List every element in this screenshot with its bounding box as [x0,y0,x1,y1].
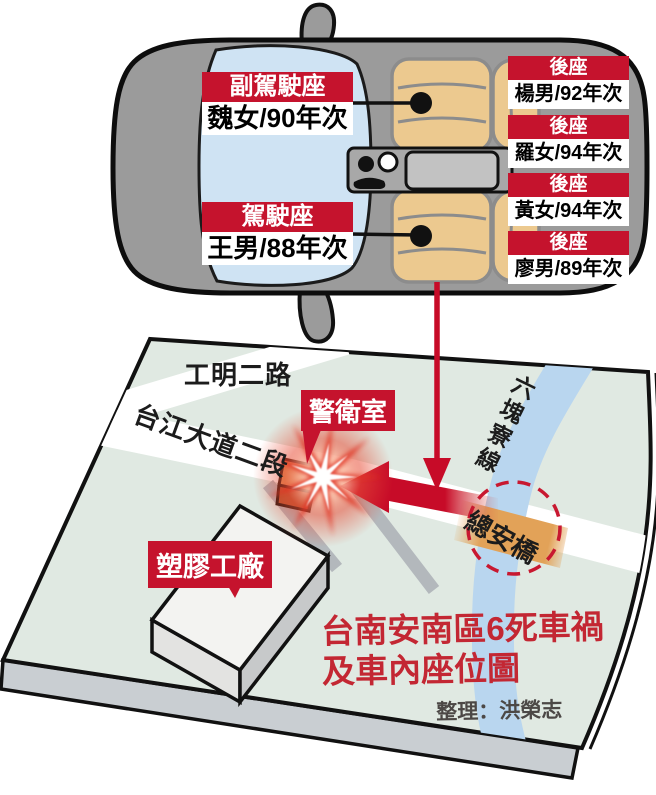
rear-seat-title: 後座 [508,173,629,197]
center-console [346,146,514,194]
rear-seat-title: 後座 [508,231,629,255]
explosion [253,407,393,547]
console-armrest [404,150,500,191]
map [0,336,656,780]
gear-shifter [353,177,386,189]
rear-seat-person: 廖男/89年次 [508,255,629,284]
car-to-map-arrow [423,282,451,491]
driver-label: 駕駛座 王男/88年次 [202,202,353,265]
rear-seat-label-2: 後座 羅女/94年次 [508,115,629,168]
driver-marker-dot [410,225,432,247]
road-label-gongming: 工明二路 [184,360,293,390]
front-passenger-seat-title: 副駕駛座 [202,72,353,102]
console-knob-light [377,151,399,173]
rear-seat-label-1: 後座 楊男/92年次 [508,56,629,109]
rear-seat-title: 後座 [508,56,629,80]
rear-seat-person: 黃女/94年次 [508,197,629,226]
front-passenger-person: 魏女/90年次 [202,102,353,135]
guard-label-pointer [302,425,323,464]
guard-room-tag: 警衛室 [301,390,396,431]
map-title: 台南安南區6死車禍 及車內座位圖 [321,607,605,692]
map-slab-right-edge [588,373,656,750]
factory-tag: 塑膠工廠 [148,541,272,588]
credit-line: 整理：洪榮志 [436,698,563,724]
driver-person: 王男/88年次 [202,232,353,265]
rear-seat-person: 羅女/94年次 [508,139,629,168]
map-title-line1: 台南安南區6死車禍 [321,608,604,650]
rear-seat-title: 後座 [508,115,629,139]
front-passenger-label: 副駕駛座 魏女/90年次 [202,72,353,135]
driver-callout-line [349,232,421,237]
driver-seat-title: 駕駛座 [202,202,353,232]
side-mirror-bottom [297,288,336,344]
passenger-marker-dot [410,92,432,114]
rear-seat-label-4: 後座 廖男/89年次 [508,231,629,284]
road-gongming [90,339,350,430]
rear-seat-label-3: 後座 黃女/94年次 [508,173,629,226]
rear-seat-person: 楊男/92年次 [508,80,629,109]
console-knob-dark [358,156,374,172]
map-title-line2: 及車內座位圖 [321,649,521,690]
bridge-dashed-circle [466,480,562,576]
